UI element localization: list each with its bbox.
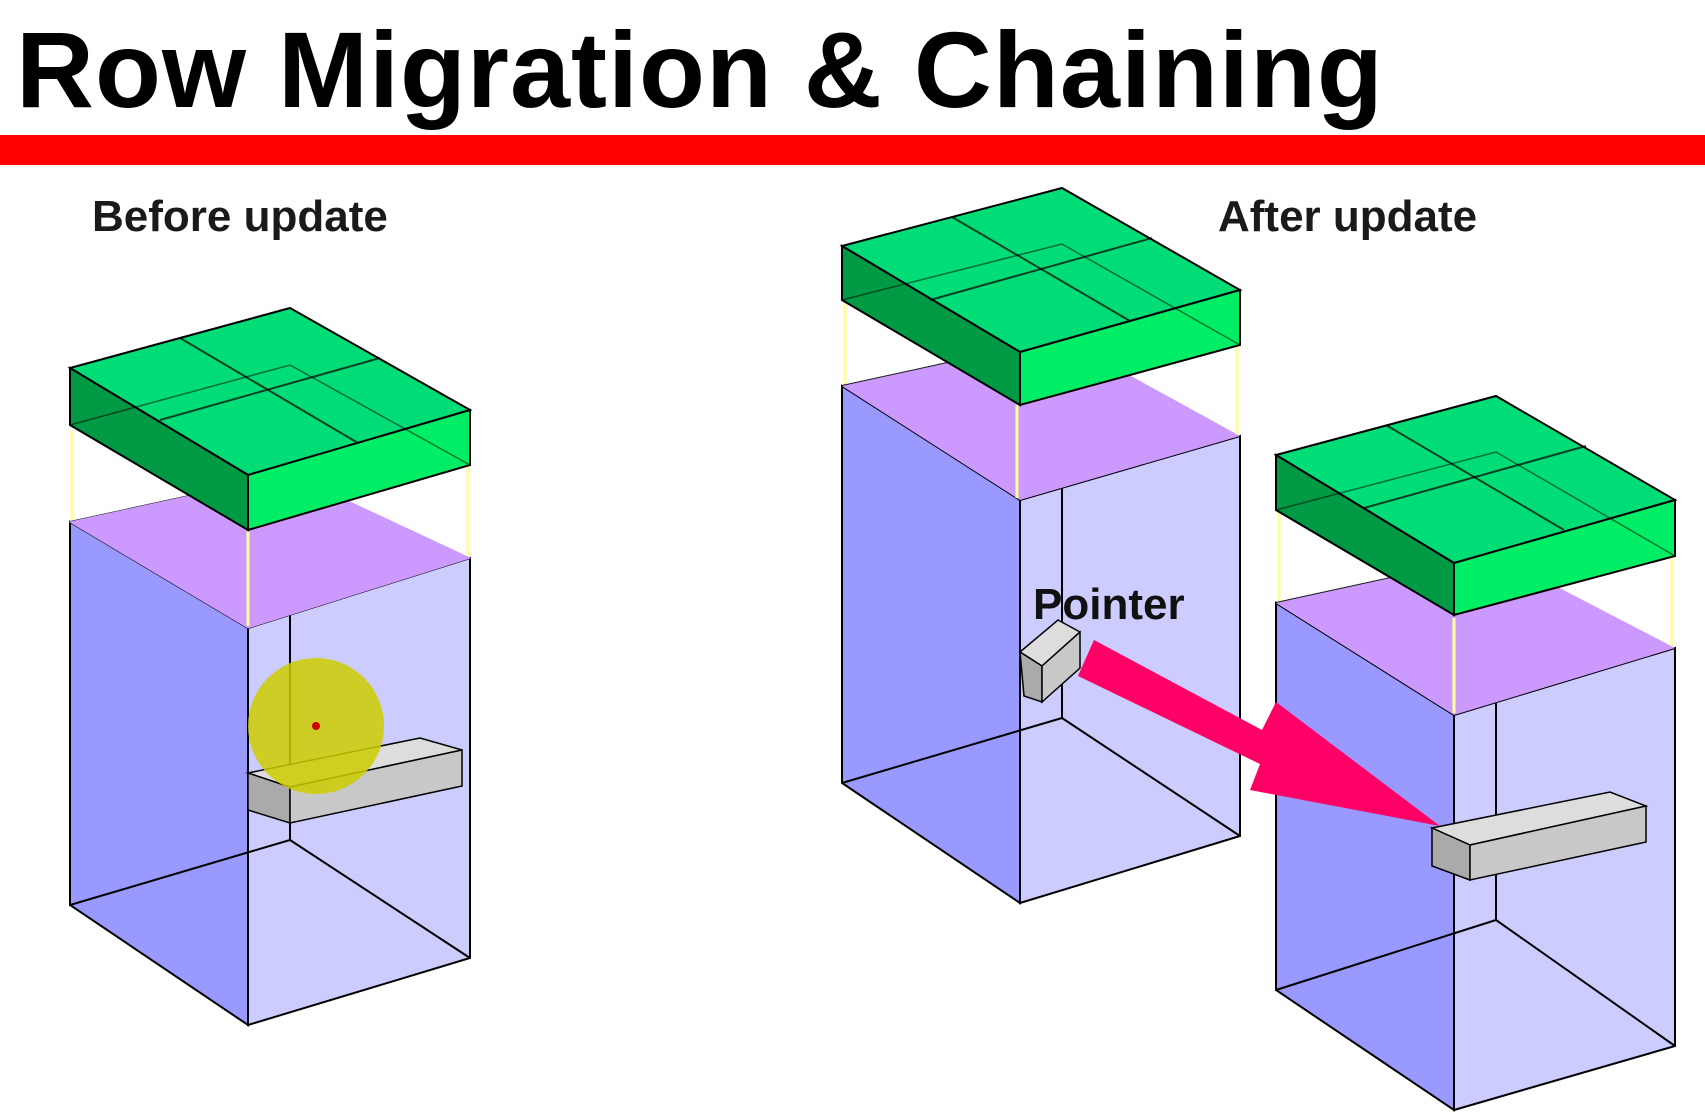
before-block-header xyxy=(67,306,473,532)
before-update-label: Before update xyxy=(92,192,388,241)
pointer-label: Pointer xyxy=(1033,580,1185,629)
migrated-row-piece xyxy=(1429,791,1649,882)
after-new-block-header xyxy=(1273,394,1678,617)
after-original-block-header xyxy=(839,186,1243,407)
before-block xyxy=(67,306,473,1027)
after-original-block xyxy=(839,186,1243,905)
cursor-highlight-icon xyxy=(248,658,384,794)
pointer-arrow-icon xyxy=(1078,640,1440,826)
after-new-block xyxy=(1273,394,1678,1112)
after-update-label: After update xyxy=(1218,192,1478,241)
page-title: Row Migration & Chaining xyxy=(16,9,1384,130)
pointer-stub xyxy=(1018,619,1082,704)
title-underline xyxy=(0,135,1705,165)
